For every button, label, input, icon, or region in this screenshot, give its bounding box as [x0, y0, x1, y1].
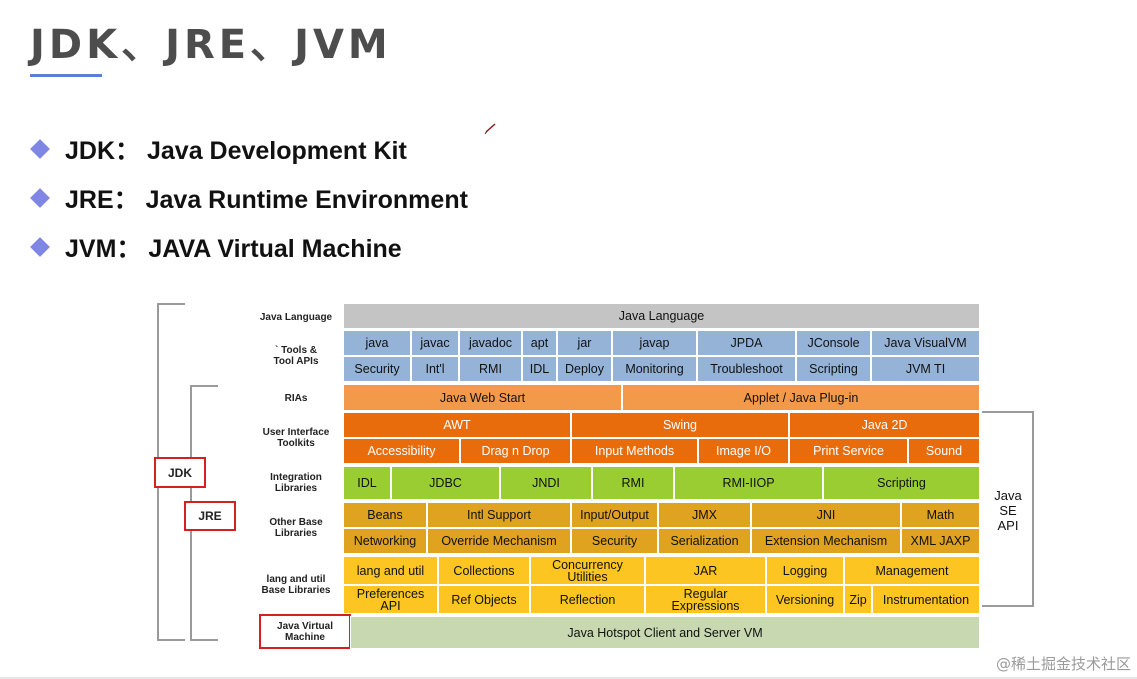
cell-math: Math [901, 502, 980, 528]
cell-scripting-integration: Scripting [823, 466, 980, 500]
java-se-api-label: Java SE API [994, 488, 1022, 533]
bullet-separator: ： [113, 185, 139, 214]
java-platform-diagram: Java Language ` Tools & Tool APIs RIAs U… [150, 290, 1040, 652]
java-se-api-bracket [982, 411, 1034, 607]
cell-management: Management [844, 556, 980, 585]
bullet-text: JDK： Java Development Kit [65, 131, 407, 167]
cell-override-mechanism: Override Mechanism [427, 528, 571, 554]
bottom-bar [0, 677, 1137, 679]
cell-jar: jar [557, 330, 612, 356]
cell-java: java [343, 330, 411, 356]
cell-lang-and-util: lang and util [343, 556, 438, 585]
watermark: @稀土掘金技术社区 [995, 655, 1131, 673]
title-underline [30, 74, 102, 77]
bullet-term: JDK [65, 136, 116, 165]
row-label-ui-toolkits: User Interface Toolkits [262, 427, 330, 449]
cell-print-service: Print Service [789, 438, 908, 464]
cell-awt: AWT [343, 412, 571, 438]
row-label-other-base: Other Base Libraries [269, 517, 323, 539]
cell-jvm-ti: JVM TI [871, 356, 980, 382]
cell-networking: Networking [343, 528, 427, 554]
cell-security-base: Security [571, 528, 658, 554]
cell-xml-jaxp: XML JAXP [901, 528, 980, 554]
cell-jconsole: JConsole [796, 330, 871, 356]
bullet-jdk: JDK： Java Development Kit [30, 124, 468, 173]
diamond-bullet-icon [30, 187, 50, 208]
bullet-separator: ： [115, 136, 141, 165]
cell-swing: Swing [571, 412, 789, 438]
cell-javap: javap [612, 330, 697, 356]
bullet-separator: ： [116, 234, 142, 263]
diamond-bullet-icon [30, 138, 50, 159]
cell-jmx: JMX [658, 502, 751, 528]
cell-versioning: Versioning [766, 585, 844, 614]
cell-extension-mechanism: Extension Mechanism [751, 528, 901, 554]
bullet-description: JAVA Virtual Machine [148, 234, 402, 263]
cell-monitoring: Monitoring [612, 356, 697, 382]
cell-serialization: Serialization [658, 528, 751, 554]
cell-java-language: Java Language [343, 303, 980, 329]
cell-image-io: Image I/O [698, 438, 789, 464]
cell-preferences-api: Preferences API [343, 585, 438, 614]
row-label-tools: ` Tools & Tool APIs [273, 345, 319, 367]
cell-jni: JNI [751, 502, 901, 528]
cell-security: Security [343, 356, 411, 382]
cell-java-visualvm: Java VisualVM [871, 330, 980, 356]
cell-intl: Int'l [411, 356, 459, 382]
cell-apt: apt [522, 330, 557, 356]
bullet-text: JRE： Java Runtime Environment [65, 180, 468, 216]
cell-jar-base: JAR [645, 556, 766, 585]
cell-rmi: RMI [459, 356, 522, 382]
cell-logging: Logging [766, 556, 844, 585]
cell-javadoc: javadoc [459, 330, 522, 356]
cell-input-methods: Input Methods [571, 438, 698, 464]
cell-java-2d: Java 2D [789, 412, 980, 438]
cell-jndi: JNDI [500, 466, 592, 500]
bullet-jre: JRE： Java Runtime Environment [30, 173, 468, 222]
row-label-lang-util: lang and util Base Libraries [261, 574, 331, 596]
cell-hotspot-vm: Java Hotspot Client and Server VM [350, 616, 980, 649]
slide-title: JDK、JRE、JVM [30, 22, 392, 68]
cell-collections: Collections [438, 556, 530, 585]
cell-jdbc: JDBC [391, 466, 500, 500]
bullet-term: JRE [65, 185, 114, 214]
cell-concurrency-utilities: Concurrency Utilities [530, 556, 645, 585]
cell-accessibility: Accessibility [343, 438, 460, 464]
row-label-rias: RIAs [284, 392, 308, 404]
cell-idl-integration: IDL [343, 466, 391, 500]
definition-list: JDK： Java Development Kit JRE： Java Runt… [30, 124, 468, 271]
cell-deploy: Deploy [557, 356, 612, 382]
pen-cursor-icon [484, 123, 496, 135]
cell-beans: Beans [343, 502, 427, 528]
cell-regular-expressions: Regular Expressions [645, 585, 766, 614]
cell-input-output: Input/Output [571, 502, 658, 528]
cell-idl: IDL [522, 356, 557, 382]
bullet-description: Java Runtime Environment [145, 185, 468, 214]
cell-rmi-iiop: RMI-IIOP [674, 466, 823, 500]
cell-scripting: Scripting [796, 356, 871, 382]
cell-intl-support: Intl Support [427, 502, 571, 528]
bullet-text: JVM： JAVA Virtual Machine [65, 229, 402, 265]
cell-troubleshoot: Troubleshoot [697, 356, 796, 382]
cell-ref-objects: Ref Objects [438, 585, 530, 614]
jdk-label-box: JDK [154, 457, 206, 488]
cell-jpda: JPDA [697, 330, 796, 356]
cell-drag-n-drop: Drag n Drop [460, 438, 571, 464]
row-label-java-language: Java Language [259, 311, 333, 323]
row-label-integration: Integration Libraries [270, 472, 322, 494]
cell-reflection: Reflection [530, 585, 645, 614]
jvm-label-box: Java Virtual Machine [259, 614, 351, 649]
cell-java-web-start: Java Web Start [343, 384, 622, 411]
cell-rmi-integration: RMI [592, 466, 674, 500]
bullet-description: Java Development Kit [146, 136, 407, 165]
bullet-term: JVM [65, 234, 117, 263]
cell-zip: Zip [844, 585, 872, 614]
cell-javac: javac [411, 330, 459, 356]
cell-sound: Sound [908, 438, 980, 464]
cell-instrumentation: Instrumentation [872, 585, 980, 614]
diamond-bullet-icon [30, 236, 50, 257]
jre-label-box: JRE [184, 501, 236, 531]
bullet-jvm: JVM： JAVA Virtual Machine [30, 222, 468, 271]
cell-applet-plugin: Applet / Java Plug-in [622, 384, 980, 411]
